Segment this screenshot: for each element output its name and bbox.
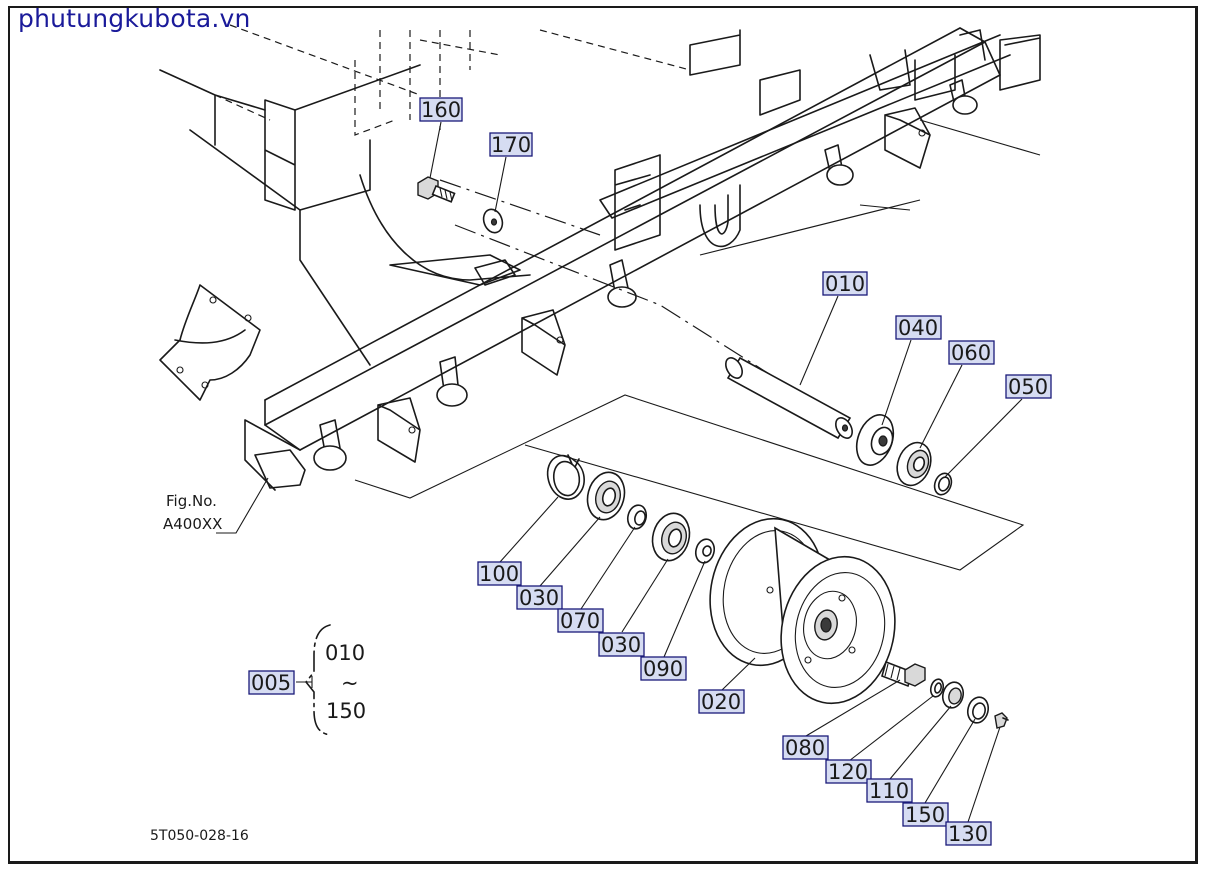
callout-030-b[interactable]: 030	[598, 632, 645, 657]
callout-040[interactable]: 040	[895, 315, 942, 340]
callout-050[interactable]: 050	[1005, 374, 1052, 399]
part-050-o-ring	[933, 472, 953, 496]
svg-text:090: 090	[643, 657, 683, 681]
callout-030-a[interactable]: 030	[516, 585, 563, 610]
svg-text:110: 110	[869, 779, 909, 803]
fig-no-label: Fig.No.	[166, 492, 217, 510]
callout-150[interactable]: 150	[902, 802, 949, 827]
part-170-washer	[482, 208, 504, 234]
watermark-text: phutungkubota.vn	[18, 4, 251, 33]
svg-text:170: 170	[491, 133, 531, 157]
callout-160[interactable]: 160	[419, 97, 463, 122]
part-120-o-ring	[929, 678, 945, 698]
part-010-shaft	[725, 356, 853, 440]
svg-text:080: 080	[785, 736, 825, 760]
svg-text:070: 070	[560, 609, 600, 633]
track-frame	[159, 24, 1041, 571]
callout-020[interactable]: 020	[698, 689, 745, 714]
svg-text:130: 130	[948, 822, 988, 846]
callout-110[interactable]: 110	[866, 778, 913, 803]
part-150-snap-ring	[966, 696, 990, 724]
assembly-key: 005 010 ~ 150	[248, 624, 366, 736]
svg-text:010: 010	[825, 272, 865, 296]
part-060-seal	[896, 441, 932, 487]
svg-text:060: 060	[951, 341, 991, 365]
part-040-collar	[855, 414, 895, 466]
svg-text:160: 160	[421, 98, 461, 122]
figure-reference: Fig.No. A400XX	[163, 492, 222, 533]
callout-100[interactable]: 100	[477, 561, 522, 586]
part-100-snap-ring	[546, 454, 585, 500]
part-110-cap	[941, 681, 965, 709]
range-tilde: ~	[341, 671, 359, 695]
callout-labels[interactable]: 160 170 010 040 060 050	[419, 97, 1052, 846]
part-130-grease-nipple	[994, 712, 1009, 729]
part-030-bearing-outer	[586, 471, 626, 521]
callout-120[interactable]: 120	[825, 759, 872, 784]
svg-text:100: 100	[479, 562, 519, 586]
fig-no-value: A400XX	[163, 515, 222, 533]
callout-010[interactable]: 010	[822, 271, 868, 296]
part-090-washer	[694, 538, 716, 564]
leader-lines	[216, 121, 1023, 823]
callout-005[interactable]: 005	[248, 670, 295, 695]
part-070-spacer	[626, 504, 648, 530]
part-080-bolt	[881, 660, 926, 688]
range-end: 150	[326, 699, 366, 723]
svg-text:120: 120	[828, 760, 868, 784]
part-160-bolt	[417, 176, 456, 203]
svg-text:005: 005	[251, 671, 291, 695]
svg-text:020: 020	[701, 690, 741, 714]
svg-text:050: 050	[1008, 375, 1048, 399]
callout-070[interactable]: 070	[557, 608, 604, 633]
callout-170[interactable]: 170	[489, 132, 533, 157]
svg-text:150: 150	[905, 803, 945, 827]
range-start: 010	[325, 641, 365, 665]
callout-130[interactable]: 130	[945, 821, 992, 846]
part-030-bearing-inner	[651, 512, 691, 562]
svg-text:040: 040	[898, 316, 938, 340]
callout-090[interactable]: 090	[640, 656, 687, 681]
svg-text:030: 030	[519, 586, 559, 610]
svg-text:030: 030	[601, 633, 641, 657]
part-020-idler-wheel	[709, 517, 896, 705]
drawing-number: 5T050-028-16	[150, 828, 249, 844]
callout-080[interactable]: 080	[782, 735, 829, 760]
callout-060[interactable]: 060	[948, 340, 995, 365]
drawing-frame	[8, 6, 1198, 864]
